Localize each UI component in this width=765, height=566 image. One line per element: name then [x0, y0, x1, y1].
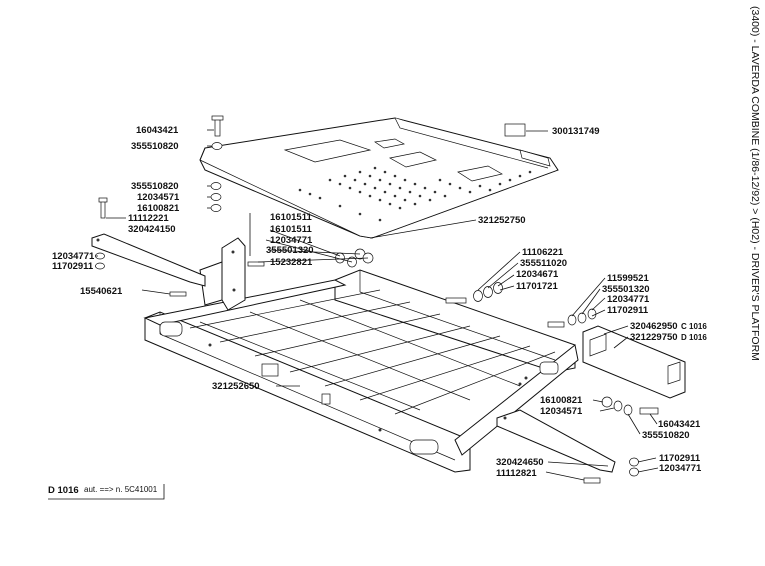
label-12034571-b: 12034571 — [540, 406, 583, 417]
label-15540621: 15540621 — [80, 286, 123, 297]
label-11112821: 11112821 — [496, 468, 537, 479]
label-355510820-top: 355510820 — [131, 141, 179, 152]
label-12034771-c: 12034771 — [607, 294, 650, 305]
label-16100821-a: 16100821 — [137, 203, 180, 214]
leader-lines — [95, 129, 659, 481]
label-12034671: 12034671 — [516, 269, 559, 280]
label-15232821: 15232821 — [270, 257, 313, 268]
footer-code: D 1016 — [48, 485, 79, 496]
label-11702911-c: 11702911 — [659, 453, 701, 464]
label-320462950: 320462950 — [630, 321, 678, 332]
label-12034771-d: 12034771 — [659, 463, 702, 474]
label-12034571-a: 12034571 — [137, 192, 180, 203]
bottom-support-bar — [496, 409, 616, 473]
fasteners — [95, 115, 659, 484]
label-16101511-a: 16101511 — [270, 212, 312, 223]
label-321252750: 321252750 — [478, 215, 526, 226]
label-16101511-b: 16101511 — [270, 224, 312, 235]
right-side-panel — [582, 325, 686, 399]
left-arm-bar — [91, 233, 206, 287]
label-11112221: 11112221 — [128, 213, 169, 224]
label-355501320-a: 355501320 — [266, 245, 314, 256]
label-12034771-b: 12034771 — [52, 251, 95, 262]
platform-plate — [199, 117, 559, 239]
left-support-bracket — [199, 237, 246, 311]
label-11702911-b: 11702911 — [607, 305, 649, 316]
label-16043421-b: 16043421 — [658, 419, 701, 430]
label-355511020: 355511020 — [520, 258, 567, 269]
label-355510820-c: 355510820 — [642, 430, 690, 441]
label-355510820-b: 355510820 — [131, 181, 179, 192]
label-320424650: 320424650 — [496, 457, 544, 468]
label-11599521: 11599521 — [607, 273, 649, 284]
diagram-title: (3400) - LAVERDA COMBINE (1/86-12/92) > … — [749, 6, 761, 361]
label-11106221: 11106221 — [522, 247, 564, 258]
label-11701721: 11701721 — [516, 281, 558, 292]
label-11702911-a: 11702911 — [52, 261, 94, 272]
label-321229750-code: D 1016 — [681, 333, 707, 342]
footer-box: D 1016 aut. ==> n. 5C41001 — [48, 484, 165, 500]
label-16043421-top: 16043421 — [136, 125, 179, 136]
label-355501320-b: 355501320 — [602, 284, 650, 295]
main-frame — [143, 269, 579, 473]
footer-note: aut. ==> n. 5C41001 — [84, 485, 158, 494]
label-321229750: 321229750 — [630, 332, 678, 343]
label-320424150: 320424150 — [128, 224, 176, 235]
label-300131749: 300131749 — [552, 126, 600, 137]
part-labels: 16043421 355510820 300131749 355510820 1… — [52, 125, 707, 479]
label-12034771-a: 12034771 — [270, 235, 313, 246]
label-320462950-code: C 1016 — [681, 322, 707, 331]
label-321252650: 321252650 — [212, 381, 260, 392]
label-16100821-b: 16100821 — [540, 395, 583, 406]
plate-hole-pattern — [298, 166, 532, 222]
